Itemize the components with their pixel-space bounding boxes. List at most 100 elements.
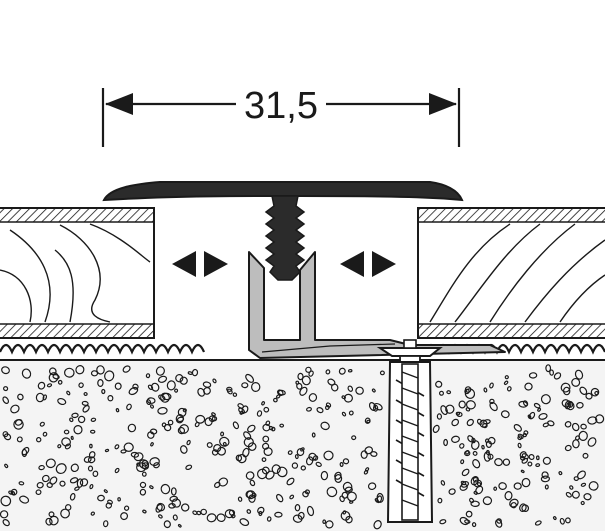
aggregate-stone (276, 466, 288, 478)
aggregate-stone (438, 390, 444, 396)
aggregate-stone (311, 432, 316, 438)
aggregate-stone (157, 406, 168, 415)
aggregate-stone (1, 366, 10, 375)
aggregate-stone (16, 436, 23, 443)
aggregate-stone (571, 422, 580, 432)
aggregate-stone (262, 435, 270, 443)
aggregate-stone (572, 439, 580, 449)
aggregate-stone (322, 519, 327, 524)
aggregate-stone (139, 481, 147, 489)
aggregate-stone (186, 439, 191, 446)
aggregate-stone (465, 510, 473, 518)
aggregate-stone (103, 489, 108, 494)
aggregate-stone (464, 388, 476, 399)
aggregate-stone (97, 494, 105, 502)
aggregate-stone (559, 517, 565, 525)
aggregate-stone (142, 509, 147, 514)
aggregate-stone (245, 471, 255, 480)
aggregate-stone (440, 405, 448, 416)
aggregate-stone (155, 366, 165, 376)
aggregate-stone (521, 477, 531, 488)
aggregate-stone (364, 446, 374, 455)
aggregate-stone (8, 490, 14, 495)
aggregate-stone (513, 482, 522, 490)
aggregate-stone (580, 482, 587, 487)
aggregate-stone (77, 415, 86, 424)
aggregate-stone (341, 491, 349, 499)
aggregate-stone (564, 444, 572, 452)
aggregate-stone (461, 468, 470, 477)
aggregate-stone (187, 371, 193, 375)
aggregate-stone (117, 497, 121, 502)
aggregate-stone (485, 449, 490, 456)
aggregate-stone (97, 379, 104, 387)
aggregate-stone (504, 491, 513, 501)
aggregate-stone (567, 401, 574, 408)
aggregate-stone (89, 443, 93, 449)
aggregate-stone (271, 464, 281, 474)
aggregate-stone (308, 452, 317, 461)
aggregate-stone (540, 475, 550, 483)
aggregate-stone (325, 520, 334, 529)
aggregate-stone (235, 454, 243, 462)
aggregate-stone (46, 383, 53, 388)
aggregate-stone (41, 474, 50, 483)
aggregate-stone (466, 418, 474, 427)
aggregate-stone (55, 463, 67, 475)
aggregate-stone (535, 463, 541, 468)
aggregate-stone (153, 462, 160, 469)
aggregate-stone (39, 421, 45, 427)
aggregate-stone (562, 386, 571, 396)
aggregate-stone (114, 382, 122, 390)
aggregate-stone (326, 486, 338, 498)
aggregate-stone (504, 375, 509, 380)
aggregate-stone (90, 370, 99, 377)
aggregate-stone (114, 444, 120, 450)
aggregate-stone (583, 493, 592, 501)
aggregate-stone (57, 444, 62, 449)
aggregate-stone (580, 423, 587, 430)
aggregate-stone (10, 404, 20, 414)
aggregate-stone (588, 481, 599, 491)
aggregate-stone (544, 484, 549, 490)
aggregate-stone (261, 457, 267, 463)
aggregate-stone (451, 418, 460, 427)
aggregate-stone (3, 433, 12, 441)
aggregate-stone (565, 491, 572, 498)
aggregate-stone (320, 470, 329, 481)
aggregate-stone (123, 442, 134, 452)
aggregate-stone (435, 380, 443, 388)
aggregate-stone (247, 424, 256, 433)
aggregate-stone (274, 511, 283, 518)
aggregate-stone (345, 515, 353, 524)
aggregate-stone (241, 405, 249, 414)
aggregate-stone (489, 382, 494, 389)
aggregate-stone (3, 386, 9, 392)
aggregate-stone (436, 413, 443, 420)
aggregate-stone (268, 425, 274, 431)
aggregate-stone (35, 392, 45, 403)
aggregate-stone (226, 386, 233, 392)
aggregate-stone (76, 478, 84, 488)
aggregate-stone (277, 389, 286, 396)
aggregate-stone (21, 448, 28, 458)
aggregate-stone (0, 495, 12, 507)
aggregate-stone (212, 378, 217, 384)
aggregate-stone (325, 402, 332, 408)
aggregate-stone (155, 503, 163, 513)
aggregate-stone (472, 459, 481, 469)
aggregate-stone (571, 377, 581, 387)
aggregate-stone (334, 471, 342, 480)
aggregate-stone (513, 424, 522, 432)
aggregate-stone (149, 485, 154, 490)
aggregate-stone (547, 420, 555, 427)
aggregate-stone (75, 365, 85, 375)
aggregate-stone (440, 480, 446, 486)
aggregate-stone (489, 398, 495, 405)
aggregate-stone (87, 465, 94, 472)
aggregate-stone (520, 469, 525, 474)
aggregate-stone (348, 410, 354, 416)
aggregate-stone (104, 448, 110, 453)
aggregate-stone (494, 458, 503, 467)
